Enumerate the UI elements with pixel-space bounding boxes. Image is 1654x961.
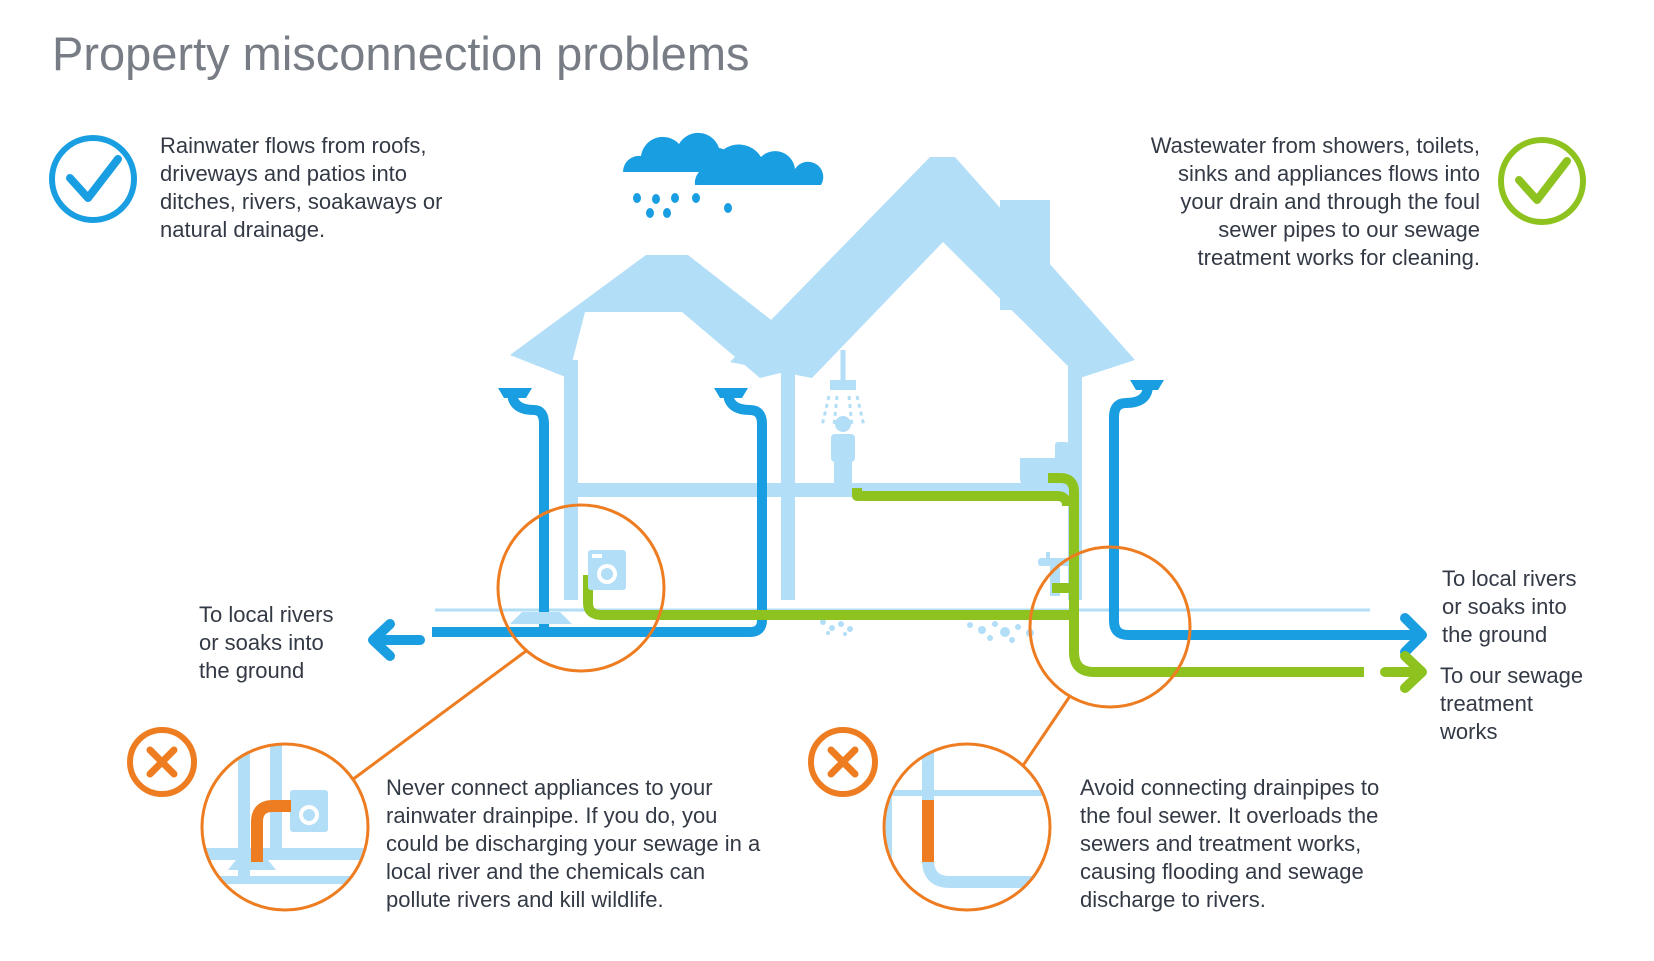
rainwater-pipes: [432, 384, 1390, 640]
cross-circle-icon-drainpipe: [808, 727, 878, 797]
drainpipe-warning-line: sewers and treatment works,: [1080, 831, 1362, 856]
detail-drainpipe-ring: [882, 742, 1052, 912]
right-sewage-destination-line: works: [1440, 719, 1498, 744]
person-icon: [831, 416, 855, 488]
rain-cloud-icon: [622, 132, 824, 218]
wastewater-info-line: your drain and through the foul: [1180, 189, 1480, 214]
gutter-heads: [498, 380, 1164, 398]
right-rain-destination-line: the ground: [1442, 622, 1548, 647]
foul-pipes: [583, 473, 1364, 677]
left-destination-line: the ground: [199, 658, 305, 683]
drain-gully-icon: [510, 612, 572, 624]
appliance-warning-line: local river and the chemicals can: [386, 859, 706, 884]
left-destination-label: To local rivers or soaks into the ground: [199, 601, 333, 685]
detail-drainpipe: [884, 744, 1050, 910]
right-sewage-destination-label: To our sewage treatment works: [1440, 662, 1583, 746]
rainwater-info-line: driveways and patios into: [160, 161, 408, 186]
washing-machine-icon: [588, 550, 626, 590]
check-circle-icon-foul: [1498, 137, 1586, 225]
drainpipe-warning-text: Avoid connecting drainpipes to the foul …: [1080, 774, 1379, 914]
drainpipe-warning-line: causing flooding and sewage: [1080, 859, 1364, 884]
sink-icon: [1038, 552, 1072, 596]
appliance-warning-line: rainwater drainpipe. If you do, you: [386, 803, 718, 828]
left-destination-line: or soaks into: [199, 630, 324, 655]
wastewater-info-line: sewer pipes to our sewage: [1218, 217, 1480, 242]
check-circle-icon-rain: [49, 135, 137, 223]
cross-circle-icon-appliance: [127, 727, 197, 797]
highlight-drainpipe-circle: [1018, 545, 1192, 771]
drainpipe-warning-line: discharge to rivers.: [1080, 887, 1266, 912]
right-roof: [730, 157, 1135, 378]
left-rain-arrow: [368, 619, 425, 661]
shower-icon: [820, 350, 866, 427]
rainwater-info-line: ditches, rivers, soakaways or: [160, 189, 443, 214]
appliance-warning-text: Never connect appliances to your rainwat…: [386, 774, 760, 914]
wastewater-info-text: Wastewater from showers, toilets, sinks …: [1100, 132, 1480, 272]
right-sewage-arrow: [1380, 651, 1427, 693]
left-destination-line: To local rivers: [199, 602, 334, 627]
house-walls: [564, 345, 1082, 600]
soakaway-gravel: [820, 619, 1034, 643]
right-rain-destination-line: To local rivers: [1442, 566, 1577, 591]
house: [510, 157, 1135, 378]
wastewater-info-line: sinks and appliances flows into: [1177, 161, 1480, 186]
appliance-warning-line: could be discharging your sewage in a: [386, 831, 761, 856]
rainwater-info-text: Rainwater flows from roofs, driveways an…: [160, 132, 442, 244]
page-title: Property misconnection problems: [52, 27, 750, 80]
right-rain-arrow: [1380, 613, 1427, 657]
drainpipe-warning-line: Avoid connecting drainpipes to: [1080, 775, 1380, 800]
drainpipe-warning-line: the foul sewer. It overloads the: [1080, 803, 1379, 828]
highlight-appliance-circle: [351, 503, 666, 782]
rainwater-info-line: natural drainage.: [160, 217, 326, 242]
right-rain-destination-line: or soaks into: [1442, 594, 1567, 619]
right-rain-destination-label: To local rivers or soaks into the ground: [1442, 565, 1576, 649]
appliance-warning-line: Never connect appliances to your: [386, 775, 713, 800]
rainwater-info-line: Rainwater flows from roofs,: [160, 133, 427, 158]
detail-appliance-ring: [200, 742, 370, 912]
detail-appliance: [202, 744, 368, 910]
right-sewage-destination-line: To our sewage: [1440, 663, 1584, 688]
appliance-warning-line: pollute rivers and kill wildlife.: [386, 887, 664, 912]
right-sewage-destination-line: treatment: [1440, 691, 1533, 716]
wastewater-info-line: treatment works for cleaning.: [1197, 245, 1480, 270]
wastewater-info-line: Wastewater from showers, toilets,: [1150, 133, 1480, 158]
